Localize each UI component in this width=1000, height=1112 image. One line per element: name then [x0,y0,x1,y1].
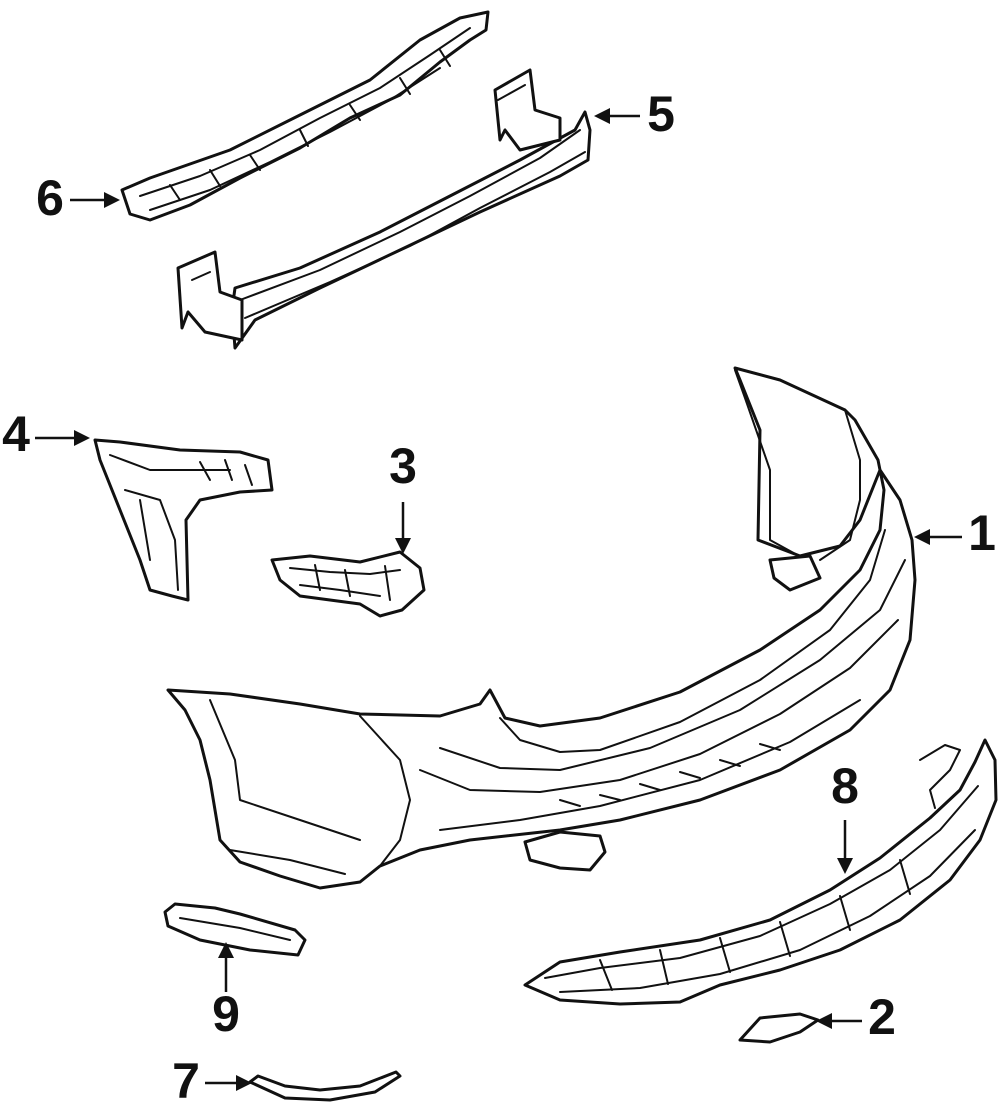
leader-2 [816,1013,862,1029]
callout-4: 4 [2,406,30,462]
leader-8 [837,820,853,874]
callout-3: 3 [389,438,417,494]
part-2-trim [738,1012,820,1044]
part-9-reflector [163,902,307,957]
leader-6 [70,192,120,208]
leader-5 [594,108,640,124]
part-5-reinforcement [176,68,592,350]
leader-7 [205,1075,252,1091]
callout-6: 6 [36,170,64,226]
leader-1 [914,529,962,545]
callout-9: 9 [212,986,240,1042]
callout-8: 8 [831,758,859,814]
leader-9 [218,942,234,992]
callout-5: 5 [647,86,675,142]
leader-4 [35,430,90,446]
callout-2: 2 [868,989,896,1045]
part-4-side-bracket [93,438,274,602]
part-1-bumper-cover [166,366,917,890]
part-6-absorber [120,10,490,222]
part-7-molding [248,1070,402,1102]
callout-1: 1 [968,505,996,561]
part-8-lower-valance [523,738,998,1006]
part-3-bracket [270,550,426,618]
callout-7: 7 [172,1053,200,1109]
leader-3 [395,502,411,554]
